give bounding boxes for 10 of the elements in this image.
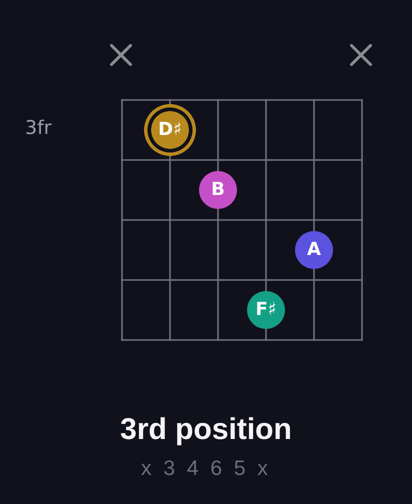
note-name: F♯ bbox=[255, 301, 276, 319]
note-dot bbox=[247, 291, 285, 329]
chord-title: 3rd position bbox=[120, 412, 292, 448]
fret-number: 3fr bbox=[25, 117, 52, 140]
note-name: D♯ bbox=[158, 121, 182, 139]
note-name: B bbox=[211, 181, 225, 199]
fingering-caption: x 3 4 6 5 x bbox=[141, 456, 271, 482]
note-dot bbox=[295, 231, 333, 269]
note-name: A bbox=[307, 241, 321, 259]
note-dot bbox=[199, 171, 237, 209]
